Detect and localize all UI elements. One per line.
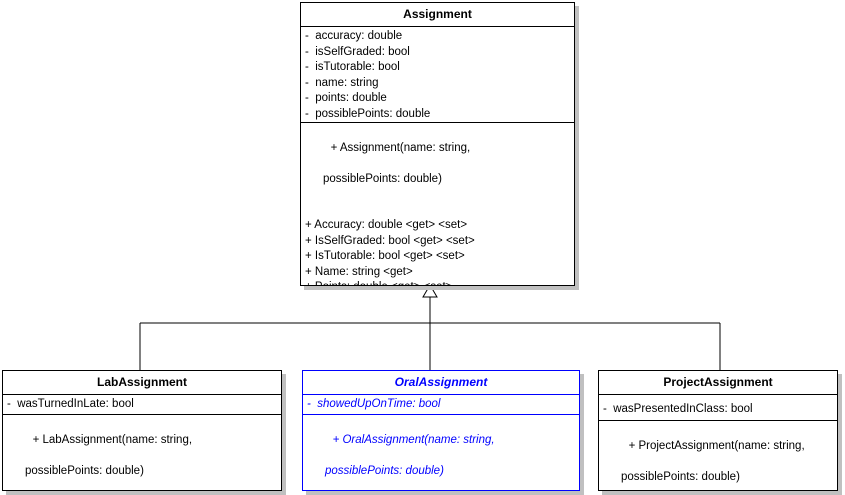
- class-box-lab-assignment[interactable]: LabAssignment - wasTurnedInLate: bool + …: [2, 370, 282, 491]
- operation-text: + OralAssignment(name: string,: [332, 433, 495, 446]
- attribute-row: - points: double: [305, 92, 387, 104]
- attributes-compartment-assignment: - accuracy: double - isSelfGraded: bool …: [301, 27, 574, 123]
- attribute-row: - isTutorable: bool: [305, 61, 400, 73]
- operation-row: + Assignment(name: string, possiblePoint…: [301, 125, 574, 218]
- attributes-compartment-oral-assignment: - showedUpOnTime: bool: [303, 395, 579, 415]
- operation-row: + Accuracy: double <get> <set>: [305, 219, 468, 231]
- operation-text: + LabAssignment(name: string,: [32, 433, 193, 446]
- class-box-project-assignment[interactable]: ProjectAssignment - wasPresentedInClass:…: [598, 370, 838, 491]
- operation-text-continued: possiblePoints: double): [25, 464, 144, 477]
- attribute-row: - showedUpOnTime: bool: [307, 398, 441, 410]
- class-title-project-assignment: ProjectAssignment: [599, 371, 837, 395]
- operation-row: + IsSelfGraded: bool <get> <set>: [305, 234, 475, 247]
- attribute-row: - isSelfGraded: bool: [305, 45, 410, 58]
- class-title-oral-assignment: OralAssignment: [303, 371, 579, 395]
- operation-row: + OralAssignment(name: string, possibleP…: [303, 417, 579, 490]
- operation-text-continued: possiblePoints: double): [621, 470, 740, 483]
- attribute-row: - accuracy: double: [305, 30, 403, 42]
- operation-text: + ProjectAssignment(name: string,: [628, 439, 805, 452]
- class-title-lab-assignment: LabAssignment: [3, 371, 281, 395]
- operation-row: + LabAssignment(name: string, possiblePo…: [3, 417, 281, 490]
- operations-compartment-project-assignment: + ProjectAssignment(name: string, possib…: [599, 421, 837, 490]
- attributes-compartment-project-assignment: - wasPresentedInClass: bool: [599, 395, 837, 421]
- operation-row: + Points: double <get> <set>: [301, 280, 574, 285]
- attribute-row: - possiblePoints: double: [305, 107, 431, 120]
- operation-text: + Assignment(name: string,: [330, 141, 471, 154]
- attribute-row: - name: string: [305, 76, 379, 89]
- operation-row: + IsTutorable: bool <get> <set>: [305, 250, 465, 262]
- operation-text-continued: possiblePoints: double): [325, 464, 444, 477]
- attribute-row: - wasPresentedInClass: bool: [603, 403, 753, 415]
- operations-compartment-lab-assignment: + LabAssignment(name: string, possiblePo…: [3, 415, 281, 490]
- operation-row: + Name: string <get>: [305, 265, 413, 278]
- operation-row: + ProjectAssignment(name: string, possib…: [599, 423, 837, 490]
- attribute-row: - wasTurnedInLate: bool: [7, 398, 134, 410]
- attributes-compartment-lab-assignment: - wasTurnedInLate: bool: [3, 395, 281, 415]
- operations-compartment-oral-assignment: + OralAssignment(name: string, possibleP…: [303, 415, 579, 490]
- class-title-assignment: Assignment: [301, 3, 574, 27]
- class-box-assignment[interactable]: Assignment - accuracy: double - isSelfGr…: [300, 2, 575, 286]
- operation-text-continued: possiblePoints: double): [323, 172, 442, 185]
- generalization-arrowhead: [422, 284, 438, 298]
- operations-compartment-assignment: + Assignment(name: string, possiblePoint…: [301, 123, 574, 286]
- class-box-oral-assignment[interactable]: OralAssignment - showedUpOnTime: bool + …: [302, 370, 580, 491]
